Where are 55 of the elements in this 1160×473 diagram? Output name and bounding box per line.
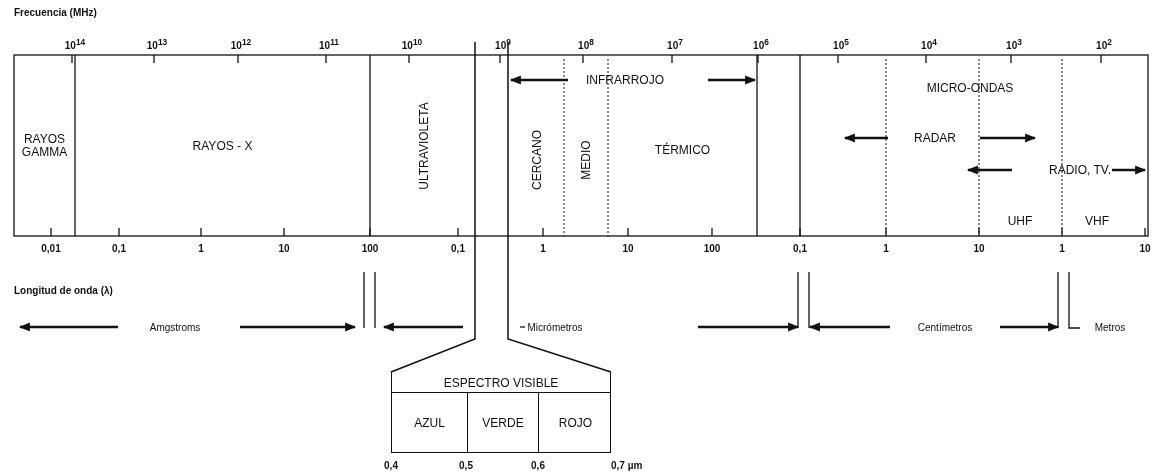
tick-label: 10$^{7}$ xyxy=(667,35,683,53)
tick-label: 0,6 xyxy=(531,458,545,472)
tick-label: 10$^{3}$ xyxy=(1006,35,1022,53)
band-label: RADIO, TV. xyxy=(1049,163,1111,177)
band-label: ULTRAVIOLETA xyxy=(417,101,431,190)
band-label: MEDIO xyxy=(579,140,593,180)
tick-label: 10$^{9}$ xyxy=(495,35,511,53)
tick-label: 10$^{11}$ xyxy=(319,35,339,53)
band-label: VERDE xyxy=(481,416,525,430)
tick-label: 10 xyxy=(278,241,290,255)
tick-label: 1 xyxy=(883,241,889,255)
tick-label: 100 xyxy=(361,241,379,255)
color-band-cell xyxy=(467,393,539,453)
unit-label: Amgstroms xyxy=(149,320,201,334)
visible-spectrum-box xyxy=(391,372,611,453)
tick-label: 0,1 xyxy=(793,241,807,255)
tick-label: 10$^{8}$ xyxy=(578,35,594,53)
tick-label: 10$^{6}$ xyxy=(753,35,769,53)
tick-label: 10$^{4}$ xyxy=(921,35,937,53)
tick-label: 10$^{13}$ xyxy=(146,35,168,53)
tick-label: 10 xyxy=(973,241,985,255)
tick-label: 1 xyxy=(1059,241,1065,255)
unit-label: Centímetros xyxy=(917,320,973,334)
tick-label: 10$^{10}$ xyxy=(401,35,423,53)
tick-label: 0,7 µm xyxy=(611,458,643,472)
tick-label: 10$^{12}$ xyxy=(230,35,252,53)
tick-label: 0,4 xyxy=(384,458,398,472)
band-label: AZUL xyxy=(413,416,446,430)
band-label: VHF xyxy=(1085,214,1109,228)
band-label: UHF xyxy=(1007,214,1033,228)
tick-label: 10 xyxy=(1139,241,1151,255)
tick-label: 0,1 xyxy=(112,241,126,255)
axis-title: Frecuencia (MHz) xyxy=(14,5,97,19)
axis-title: Longitud de onda (λ) xyxy=(14,283,113,297)
tick-label: 10 xyxy=(622,241,634,255)
band-label: CERCANO xyxy=(530,130,544,190)
tick-label: 10$^{5}$ xyxy=(833,35,849,53)
tick-label: 0,01 xyxy=(41,241,61,255)
tick-label: 100 xyxy=(703,241,721,255)
tick-label: 10$^{14}$ xyxy=(64,35,86,53)
band-label: RAYOS - X xyxy=(191,139,254,152)
band-label: MICRO-ONDAS xyxy=(926,81,1014,95)
tick-label: 10$^{2}$ xyxy=(1096,35,1112,53)
unit-label: Micrómetros xyxy=(527,320,583,334)
tick-label: 0,1 xyxy=(451,241,465,255)
tick-label: 0,5 xyxy=(459,458,473,472)
tick-label: 1 xyxy=(540,241,546,255)
band-label: ROJO xyxy=(557,416,594,430)
band-label: INFRARROJO xyxy=(586,73,664,87)
tick-label: 1 xyxy=(198,241,204,255)
band-label: TÉRMICO xyxy=(653,143,712,157)
box-heading: ESPECTRO VISIBLE xyxy=(442,376,560,390)
band-label: RAYOS GAMMA xyxy=(20,132,69,159)
band-label: RADAR xyxy=(914,131,956,145)
unit-label: Metros xyxy=(1094,320,1126,334)
